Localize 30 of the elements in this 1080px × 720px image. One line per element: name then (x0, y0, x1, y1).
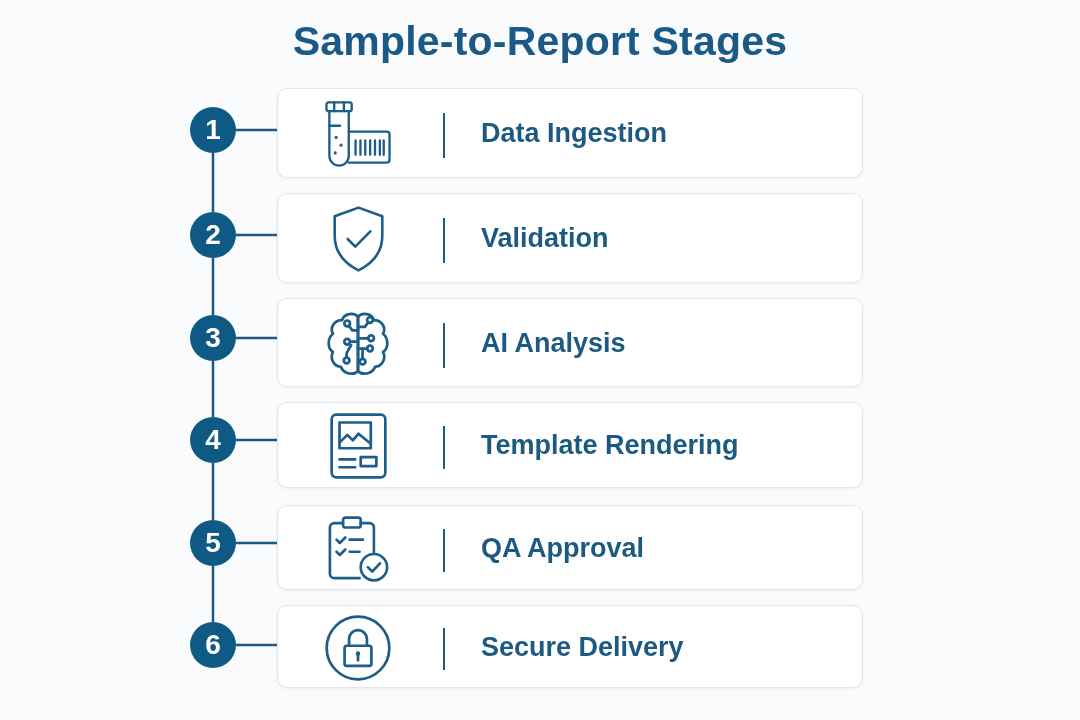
connector-line (236, 438, 277, 442)
connector-line (211, 258, 215, 315)
connector-line (236, 541, 277, 545)
connector-line (211, 463, 215, 520)
connector-line (211, 361, 215, 417)
stage-card (277, 505, 863, 590)
diagram-title: Sample-to-Report Stages (292, 18, 788, 64)
stage-title: AI Analysis (481, 327, 626, 358)
stage-title: Validation (481, 222, 609, 254)
stage-title: QA Approval (481, 532, 644, 563)
stage-card (277, 298, 863, 387)
connector-line (211, 153, 215, 212)
stage-card (277, 193, 863, 283)
stage-card (277, 605, 863, 688)
connector-line (211, 566, 215, 622)
stage-card (277, 88, 863, 178)
step-number: 3 (190, 315, 236, 361)
step-number: 1 (190, 107, 236, 153)
step-number: 2 (190, 212, 236, 258)
stage-title: Data Ingestion (481, 117, 668, 149)
connector-line (236, 643, 277, 647)
connector-line (236, 336, 277, 340)
connector-line (236, 128, 277, 132)
step-number: 6 (190, 622, 236, 668)
connector-line (236, 233, 277, 237)
stage-title: Template Rendering (481, 429, 739, 461)
step-number: 4 (190, 417, 236, 463)
stage-title: Secure Delivery (481, 631, 684, 662)
stage-card (277, 402, 863, 488)
step-number: 5 (190, 520, 236, 566)
